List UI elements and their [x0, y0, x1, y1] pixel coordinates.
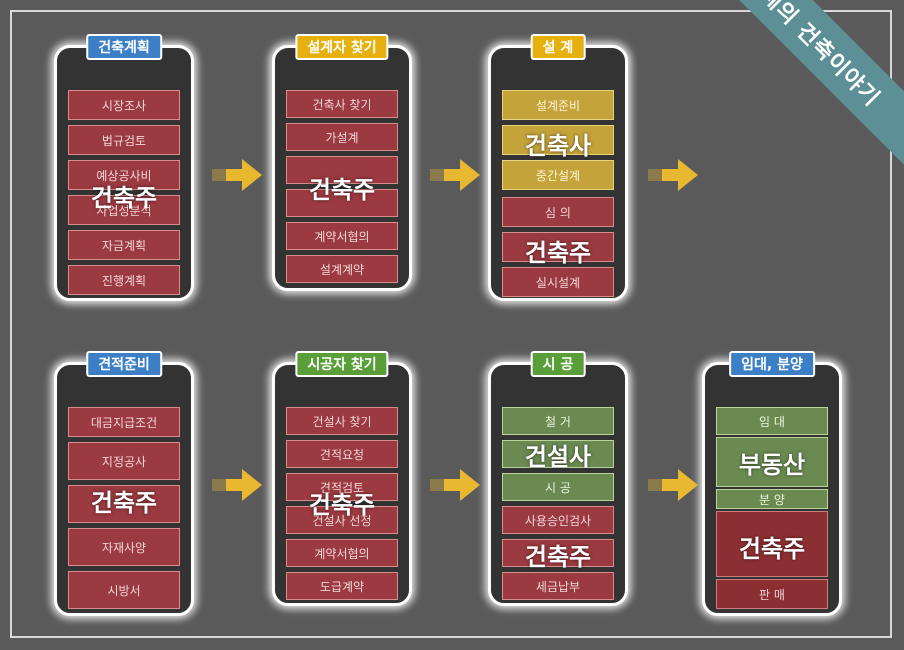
step-item: 중간설계 [502, 160, 614, 190]
arrow-right-icon [212, 159, 262, 191]
step-item: 사업성분석 [68, 195, 180, 225]
step-item: 분 양 [716, 489, 828, 509]
card-design: 설 계 설계준비 중간설계 심 의 실시설계 건축사 건축주 [488, 34, 628, 301]
ribbon-text: 선례의 건축이야기 [682, 0, 904, 170]
card-find-designer: 설계자 찾기 건축사 찾기 가설계 계약서협의 설계계약 건축주 [272, 34, 412, 291]
card-find-contractor: 시공자 찾기 건설사 찾기 견적요청 견적검토 건설사 선정 계약서협의 도급계… [272, 351, 412, 606]
arrow-right-icon [430, 159, 480, 191]
step-list: 설계준비 중간설계 심 의 실시설계 건축사 건축주 [502, 90, 614, 297]
step-item [286, 189, 398, 217]
card-architecture-planning: 건축계획 시장조사 법규검토 예상공사비 사업성분석 자금계획 진행계획 건축주 [54, 34, 194, 301]
step-item [716, 511, 828, 577]
step-list: 임 대 분 양 판 매 부동산 건축주 [716, 407, 828, 609]
card-estimate-prep: 견적준비 대금지급조건 지정공사 자재사양 시방서 건축주 [54, 351, 194, 616]
corner-ribbon: 선례의 건축이야기 [644, 0, 904, 260]
step-item: 자재사양 [68, 528, 180, 566]
step-item: 시 공 [502, 473, 614, 501]
step-item: 대금지급조건 [68, 407, 180, 437]
card-construction: 시 공 철 거 시 공 사용승인검사 세금납부 건설사 건축주 [488, 351, 628, 606]
step-item [502, 125, 614, 155]
step-item: 가설계 [286, 123, 398, 151]
arrow-right-icon [212, 469, 262, 501]
step-item: 진행계획 [68, 265, 180, 295]
step-item: 실시설계 [502, 267, 614, 297]
step-item: 자금계획 [68, 230, 180, 260]
card-title-badge: 시공자 찾기 [295, 351, 389, 377]
step-item: 심 의 [502, 197, 614, 227]
diagram-frame [10, 10, 892, 638]
step-list: 건설사 찾기 견적요청 견적검토 건설사 선정 계약서협의 도급계약 건축주 [286, 407, 398, 600]
step-item [68, 485, 180, 523]
step-item: 건설사 찾기 [286, 407, 398, 435]
card-title-badge: 시 공 [530, 351, 586, 377]
step-item: 예상공사비 [68, 160, 180, 190]
arrow-right-icon [648, 469, 698, 501]
step-item: 시방서 [68, 571, 180, 609]
step-item [502, 539, 614, 567]
step-item [286, 156, 398, 184]
step-item: 임 대 [716, 407, 828, 435]
step-item: 판 매 [716, 579, 828, 609]
step-item: 세금납부 [502, 572, 614, 600]
card-title-badge: 임대, 분양 [729, 351, 815, 377]
step-item: 시장조사 [68, 90, 180, 120]
arrow-right-icon [430, 469, 480, 501]
step-item: 설계준비 [502, 90, 614, 120]
step-item: 견적요청 [286, 440, 398, 468]
step-item [502, 232, 614, 262]
step-list: 건축사 찾기 가설계 계약서협의 설계계약 건축주 [286, 90, 398, 283]
step-item: 지정공사 [68, 442, 180, 480]
step-item [502, 440, 614, 468]
step-item: 계약서협의 [286, 222, 398, 250]
card-title-badge: 견적준비 [86, 351, 162, 377]
step-item: 계약서협의 [286, 539, 398, 567]
step-item: 철 거 [502, 407, 614, 435]
card-title-badge: 건축계획 [86, 34, 162, 60]
step-item: 설계계약 [286, 255, 398, 283]
step-item [716, 437, 828, 487]
step-item: 견적검토 [286, 473, 398, 501]
step-item: 법규검토 [68, 125, 180, 155]
step-list: 철 거 시 공 사용승인검사 세금납부 건설사 건축주 [502, 407, 614, 600]
step-item: 사용승인검사 [502, 506, 614, 534]
step-list: 대금지급조건 지정공사 자재사양 시방서 건축주 [68, 407, 180, 609]
arrow-right-icon [648, 159, 698, 191]
step-item: 도급계약 [286, 572, 398, 600]
card-title-badge: 설 계 [530, 34, 586, 60]
step-item: 건설사 선정 [286, 506, 398, 534]
step-item: 건축사 찾기 [286, 90, 398, 118]
step-list: 시장조사 법규검토 예상공사비 사업성분석 자금계획 진행계획 건축주 [68, 90, 180, 295]
card-title-badge: 설계자 찾기 [295, 34, 389, 60]
card-lease-sale: 임대, 분양 임 대 분 양 판 매 부동산 건축주 [702, 351, 842, 616]
